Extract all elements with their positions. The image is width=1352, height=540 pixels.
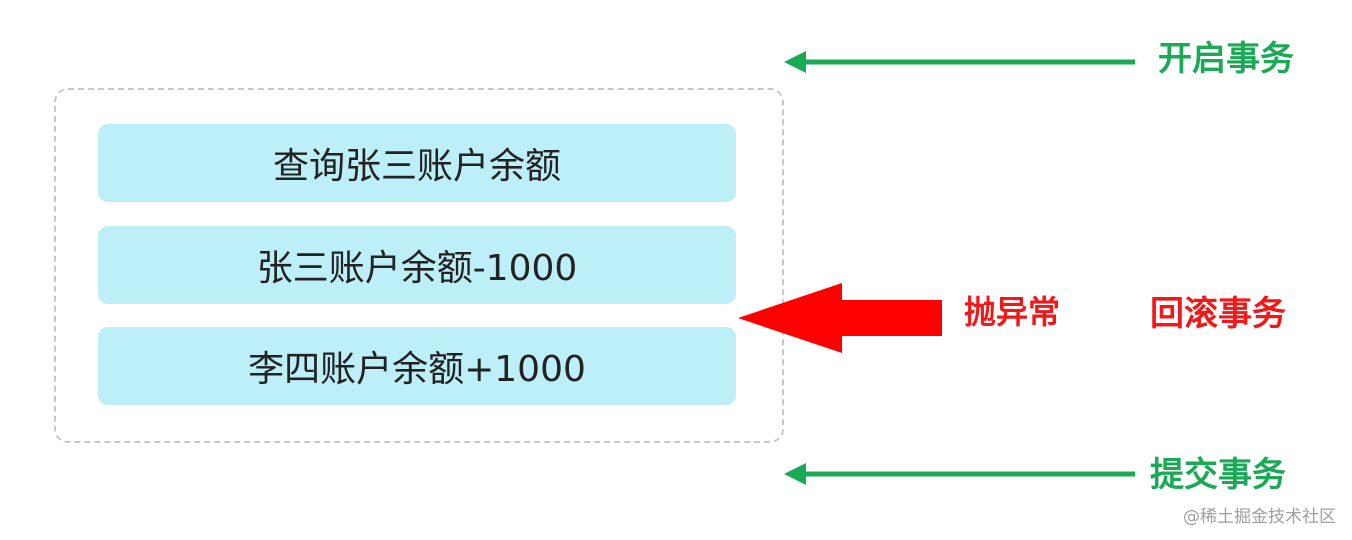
exception-arrow-icon: [738, 283, 942, 353]
rollback-transaction-label: 回滚事务: [1150, 294, 1286, 334]
exception-label: 抛异常: [964, 293, 1061, 331]
transaction-scope-box: [54, 88, 784, 443]
watermark: @稀土掘金技术社区: [1183, 507, 1336, 527]
begin-arrow-icon: [784, 51, 1135, 73]
step-credit-lisi: 李四账户余额+1000: [98, 327, 736, 405]
step-query-balance: 查询张三账户余额: [98, 124, 736, 202]
begin-transaction-label: 开启事务: [1158, 39, 1294, 79]
step-debit-zhangsan: 张三账户余额-1000: [98, 226, 736, 304]
commit-transaction-label: 提交事务: [1150, 455, 1286, 495]
commit-arrow-icon: [784, 463, 1135, 485]
